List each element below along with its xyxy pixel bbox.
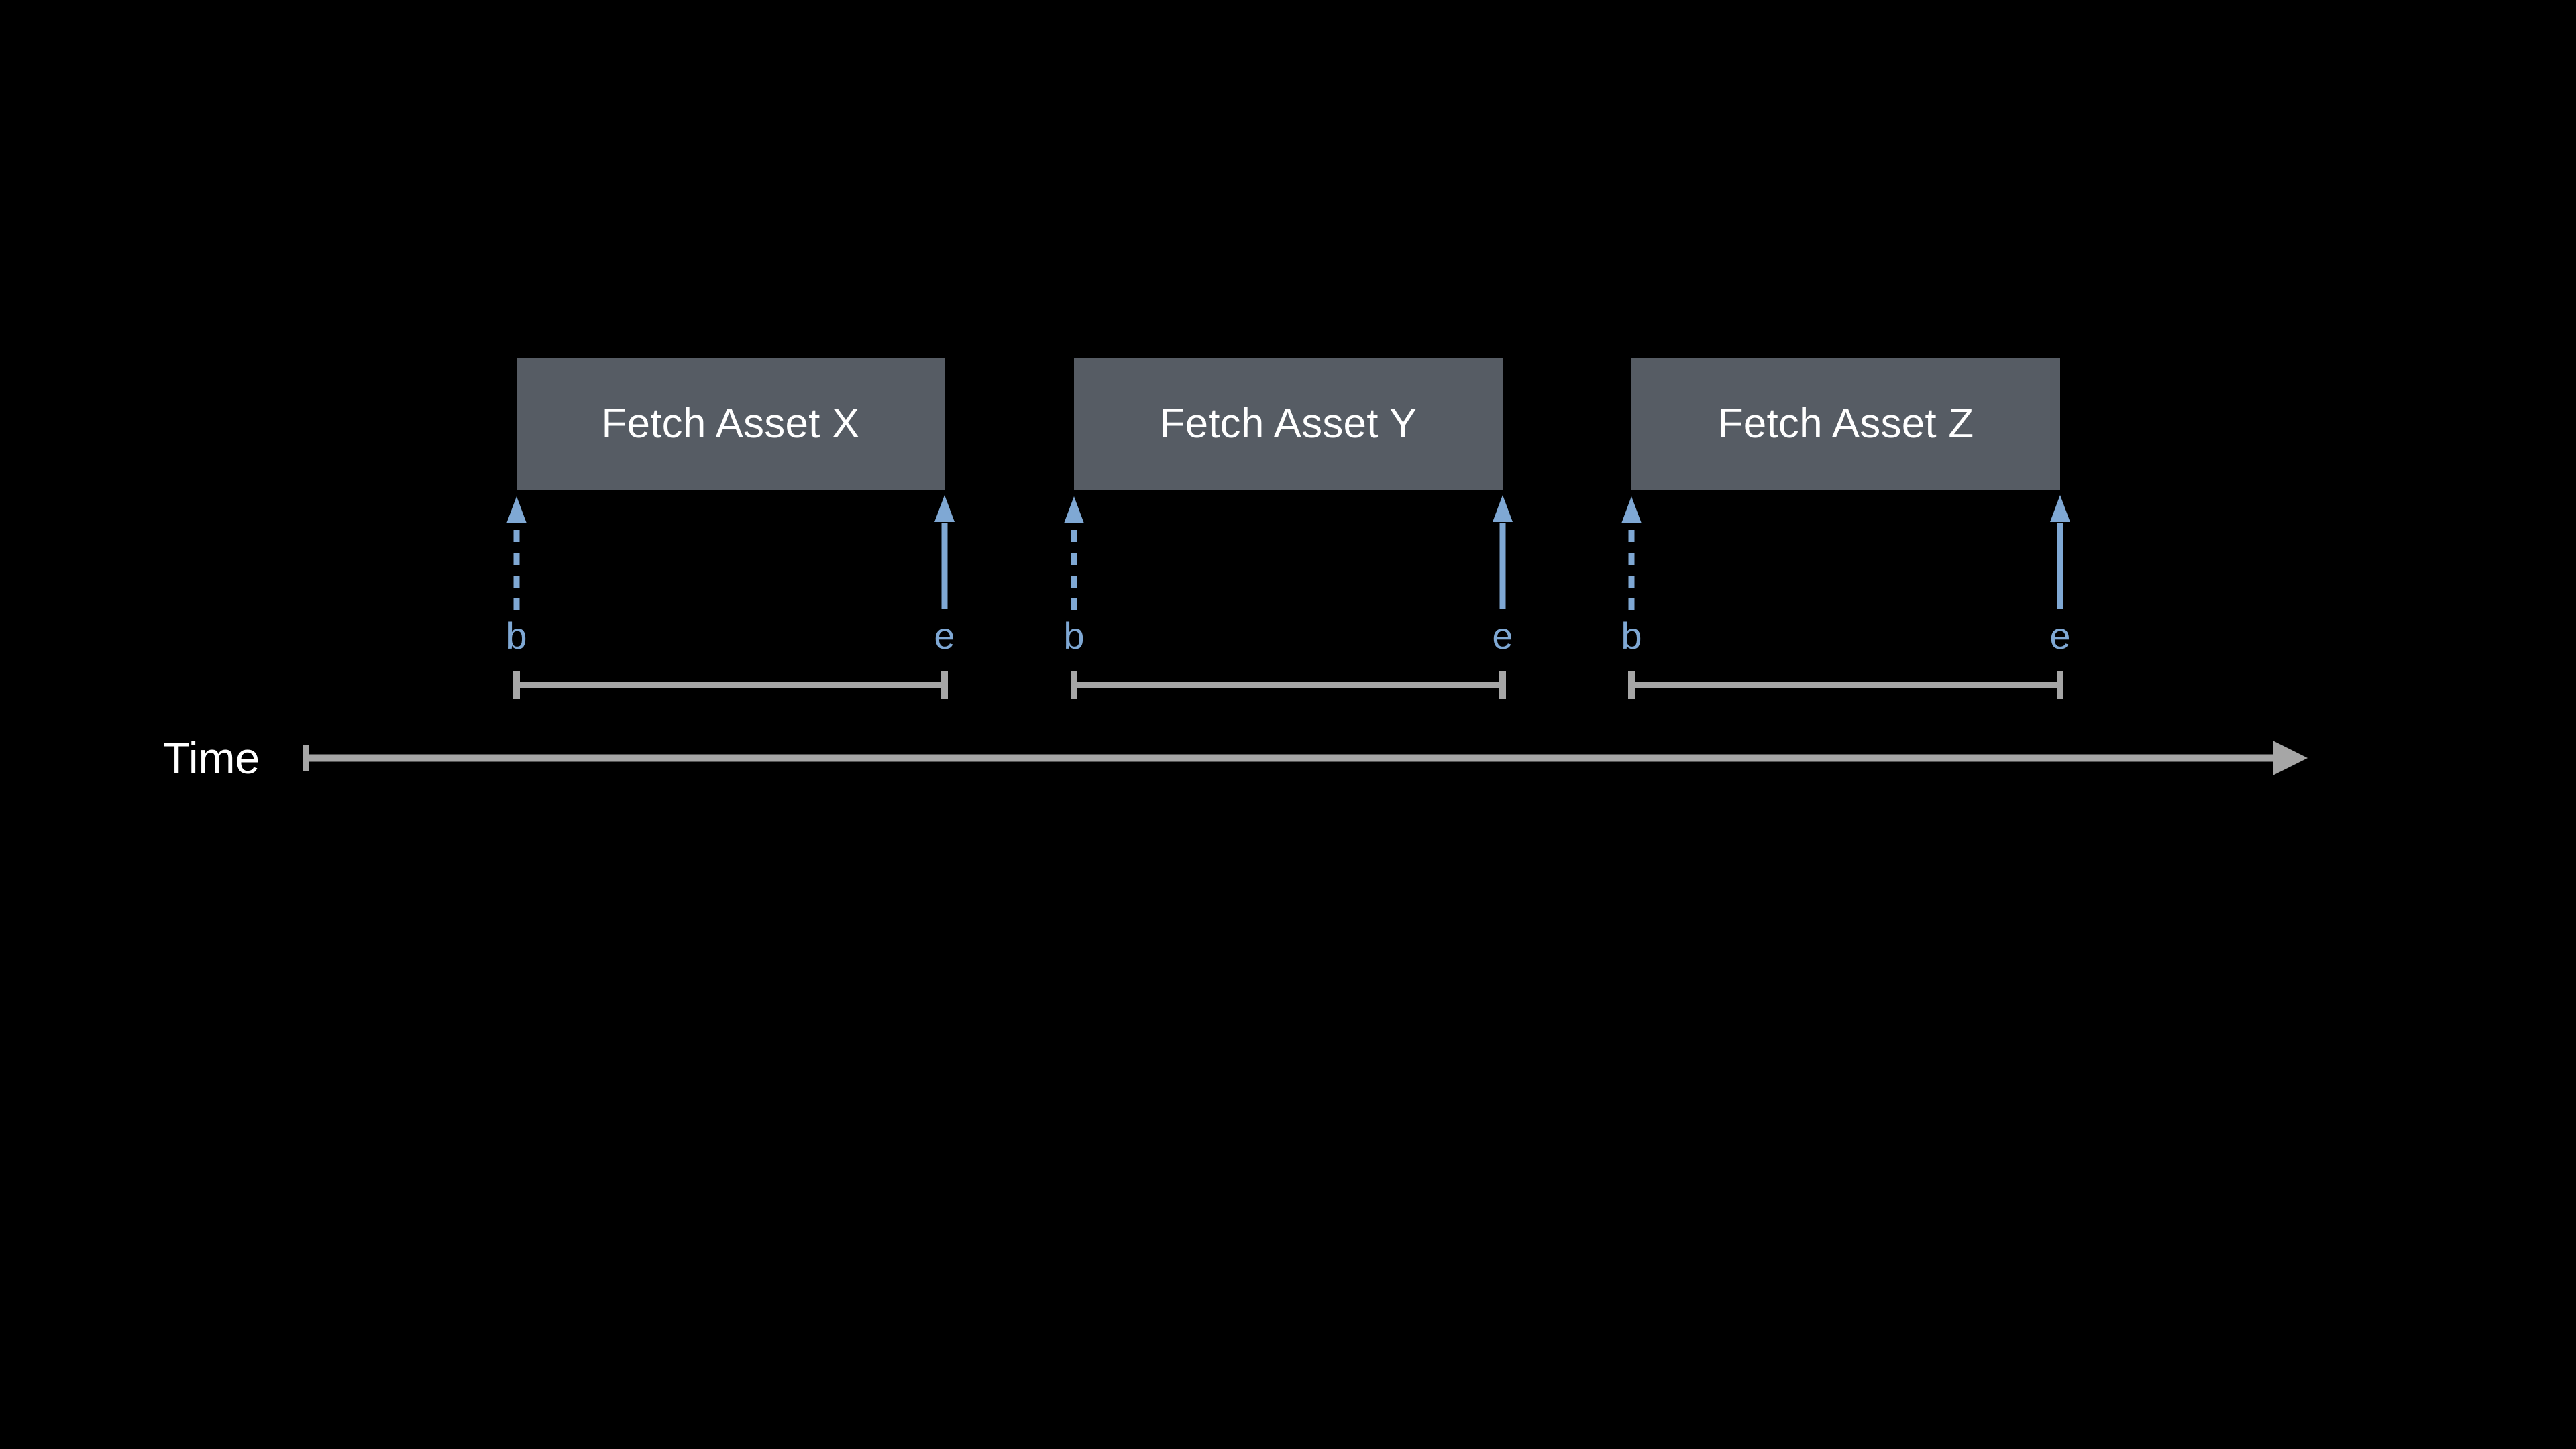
span-bracket-task-z	[1628, 671, 2063, 699]
task-box-label: Fetch Asset X	[601, 400, 860, 447]
task-box-fetch-asset-y[interactable]: Fetch Asset Y	[1074, 358, 1503, 490]
task-box-label: Fetch Asset Y	[1159, 400, 1417, 447]
end-marker-task-x	[934, 494, 955, 609]
begin-marker-task-y	[1064, 495, 1084, 610]
end-marker-label-task-x: e	[934, 614, 955, 657]
time-axis-arrow	[303, 741, 2309, 775]
end-marker-task-y	[1493, 494, 1513, 609]
end-marker-label-task-z: e	[2049, 614, 2071, 657]
begin-marker-label-task-y: b	[1063, 614, 1085, 657]
task-box-fetch-asset-z[interactable]: Fetch Asset Z	[1631, 358, 2060, 490]
task-box-fetch-asset-x[interactable]: Fetch Asset X	[517, 358, 945, 490]
span-bracket-task-x	[513, 671, 948, 699]
begin-marker-task-z	[1621, 495, 1642, 610]
span-bracket-task-y	[1071, 671, 1506, 699]
task-box-label: Fetch Asset Z	[1717, 400, 1974, 447]
begin-marker-task-x	[506, 495, 527, 610]
time-axis-label: Time	[163, 733, 260, 783]
begin-marker-label-task-x: b	[506, 614, 527, 657]
end-marker-task-z	[2050, 494, 2070, 609]
end-marker-label-task-y: e	[1492, 614, 1513, 657]
begin-marker-label-task-z: b	[1621, 614, 1642, 657]
